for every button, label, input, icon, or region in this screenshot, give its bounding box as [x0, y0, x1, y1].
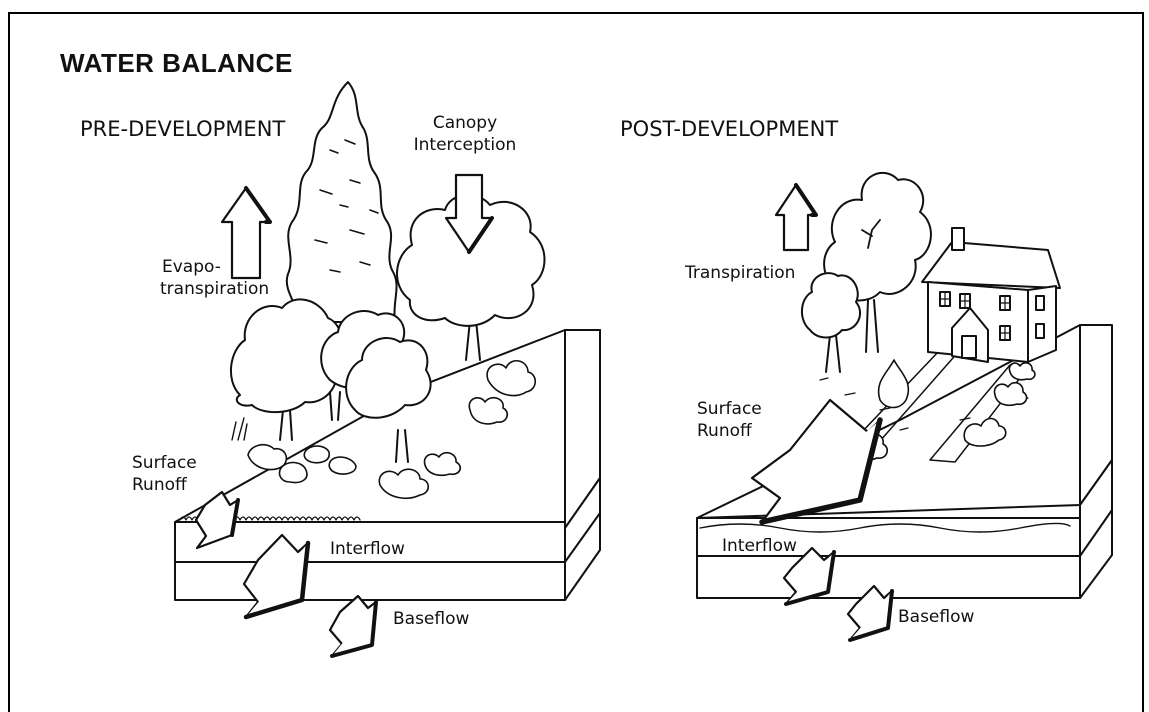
pre-interflow-label: Interflow — [330, 539, 405, 559]
canopy-interception-label-line2: Interception — [413, 135, 517, 155]
house-icon — [921, 227, 1061, 363]
pre-development-heading: PRE-DEVELOPMENT — [80, 117, 286, 141]
figure-frame — [8, 12, 1144, 712]
pre-baseflow-label: Baseflow — [393, 609, 470, 629]
post-interflow-label: Interflow — [722, 536, 797, 556]
post-surface-runoff-label-line1: Surface — [697, 399, 762, 419]
deciduous-tree-icon — [801, 272, 861, 373]
pre-surface-runoff-label-line2: Runoff — [132, 475, 187, 495]
pre-surface-runoff-label-line1: Surface — [132, 453, 197, 473]
flow-arrow-icon — [194, 173, 494, 658]
rock-icon — [231, 417, 357, 484]
figure-title: WATER BALANCE — [60, 48, 293, 78]
deciduous-tree-icon — [823, 171, 932, 353]
conifer-tree-icon — [285, 81, 398, 323]
post-surface-runoff-label-line2: Runoff — [697, 421, 752, 441]
evapotranspiration-label-line1: Evapo- — [162, 257, 221, 277]
deciduous-tree-icon — [396, 193, 546, 361]
post-baseflow-label: Baseflow — [898, 607, 975, 627]
shrub-icon — [378, 360, 537, 499]
post-ground-block — [696, 324, 1113, 599]
flow-arrow-icon — [750, 183, 894, 642]
pre-ground-block — [174, 329, 601, 601]
evapotranspiration-label-line2: transpiration — [160, 279, 270, 299]
post-development-heading: POST-DEVELOPMENT — [620, 117, 839, 141]
transpiration-label: Transpiration — [685, 263, 796, 283]
deciduous-tree-icon — [345, 337, 432, 463]
canopy-interception-label-line1: Canopy — [432, 113, 498, 133]
